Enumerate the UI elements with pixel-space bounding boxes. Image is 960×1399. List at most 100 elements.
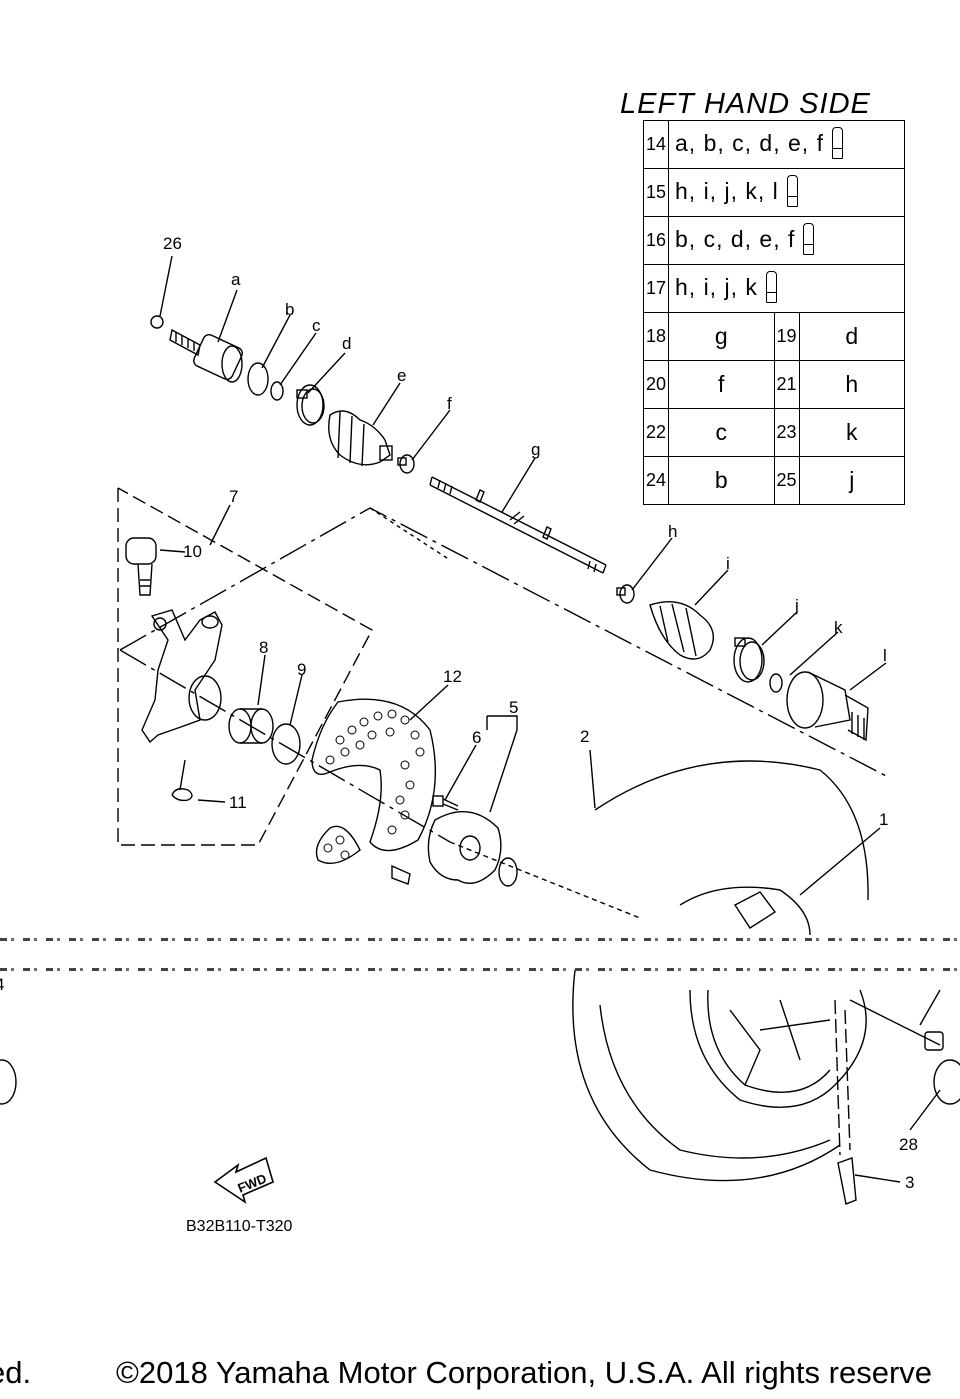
kit-number: 20 (643, 360, 669, 409)
cap-left (0, 1059, 17, 1105)
circlip-9 (271, 723, 301, 765)
diagram-code: B32B110-T320 (186, 1218, 293, 1235)
callout-10: 10 (183, 542, 202, 561)
kit-part-letter: j (798, 456, 905, 505)
ball-joint-10 (125, 537, 157, 596)
disc-holes (323, 709, 425, 860)
brake-disc-12 (311, 698, 437, 864)
callout-k: k (834, 618, 843, 637)
fwd-arrow: FWD (213, 1156, 274, 1204)
grease-tube-icon (765, 270, 777, 303)
cv-joint-inner-l (786, 671, 869, 742)
grease-tube-icon (803, 222, 815, 255)
kit-part-letter: f (668, 360, 775, 409)
knuckle-box (117, 487, 373, 846)
callout-b: b (285, 300, 294, 319)
callout-12: 12 (443, 667, 462, 686)
callout-a: a (231, 270, 241, 289)
boot-i (649, 601, 714, 660)
kit-part-letter: h (798, 360, 905, 409)
boot-e (328, 410, 393, 467)
callout-11: 11 (229, 793, 247, 812)
callout-9: 9 (297, 660, 306, 679)
kit-part-letter: c (668, 408, 775, 457)
callout-e: e (397, 366, 406, 385)
callout-7: 7 (229, 487, 238, 506)
kit-table-title: LEFT HAND SIDE (620, 88, 871, 120)
kit-number: 23 (773, 408, 800, 457)
cap-28 (933, 1059, 960, 1105)
circlip-26 (150, 315, 164, 329)
kit-parts: b, c, d, e, f (668, 216, 905, 265)
callout-c: c (312, 316, 321, 335)
callout-l: l (883, 646, 887, 665)
callout-2: 2 (580, 727, 589, 746)
valve-3 (837, 1157, 857, 1205)
callout-1: 1 (879, 810, 888, 829)
grease-tube-icon (831, 126, 843, 159)
callout-j: j (794, 596, 799, 615)
nut (924, 1031, 944, 1051)
kit-number: 14 (643, 120, 669, 169)
shaft-g (429, 476, 607, 574)
callout-3: 3 (905, 1173, 914, 1192)
wheel-rim-1 (679, 886, 867, 1108)
cv-joint-outer-a (169, 328, 243, 383)
wheel-tire-2 (572, 760, 869, 1182)
kit-parts-text: h, i, j, k, l (675, 177, 779, 204)
bearing-8 (228, 708, 274, 744)
callout-d: d (342, 334, 351, 353)
scan-artifact (0, 968, 960, 971)
band-j (733, 637, 765, 683)
clip-11 (171, 788, 193, 802)
copyright-fragment: ed. (0, 1355, 32, 1390)
callout-26: 26 (163, 234, 182, 253)
callout-28: 28 (899, 1135, 918, 1154)
kit-number: 22 (643, 408, 669, 457)
callout-6: 6 (472, 728, 481, 747)
kit-number: 18 (643, 312, 669, 361)
kit-number: 19 (773, 312, 800, 361)
kit-parts-text: b, c, d, e, f (675, 225, 796, 252)
ring-c (270, 381, 284, 401)
copyright-text: ©2018 Yamaha Motor Corporation, U.S.A. A… (116, 1355, 933, 1390)
callout-8: 8 (259, 638, 268, 657)
callout-h: h (668, 522, 677, 541)
kit-part-letter: g (668, 312, 775, 361)
disc-bolt (391, 864, 411, 885)
grease-tube-icon (786, 174, 798, 207)
kit-number: 21 (773, 360, 800, 409)
scan-artifact (0, 938, 960, 941)
kit-parts: h, i, j, k (668, 264, 905, 313)
kit-parts: h, i, j, k, l (668, 168, 905, 217)
callout-f: f (447, 394, 452, 413)
band-d (296, 384, 325, 426)
kit-number: 17 (643, 264, 669, 313)
kit-number: 16 (643, 216, 669, 265)
callout-g: g (531, 440, 540, 459)
kit-parts-text: h, i, j, k (675, 273, 758, 300)
ring-b (247, 362, 269, 396)
kit-part-letter: b (668, 456, 775, 505)
ring-k (769, 673, 783, 693)
kit-part-letter: k (798, 408, 905, 457)
kit-part-letter: d (798, 312, 905, 361)
hub-5 (427, 811, 518, 887)
knuckle-7 (141, 609, 223, 744)
kit-parts: a, b, c, d, e, f (668, 120, 905, 169)
band-h (616, 584, 635, 604)
kit-number: 15 (643, 168, 669, 217)
kit-number: 25 (773, 456, 800, 505)
kit-number: 24 (643, 456, 669, 505)
kit-parts-text: a, b, c, d, e, f (675, 129, 824, 156)
